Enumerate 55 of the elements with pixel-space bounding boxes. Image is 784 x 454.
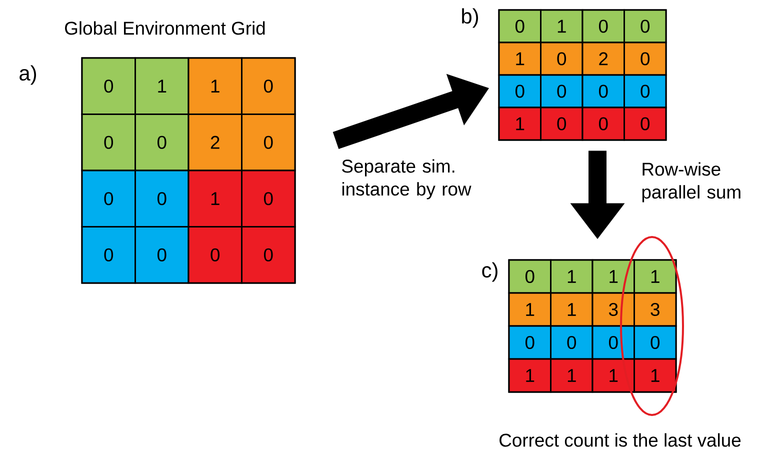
grid-cell: 1 xyxy=(540,9,584,44)
grid-cell: 1 xyxy=(498,42,542,76)
grid-cell: 2 xyxy=(582,42,625,76)
grid-cell: 0 xyxy=(634,325,677,360)
grid-cell: 0 xyxy=(241,170,296,228)
grid-cell: 0 xyxy=(81,170,136,228)
grid-cell: 0 xyxy=(624,9,667,44)
grid-cell: 1 xyxy=(188,170,242,228)
grid-cell: 0 xyxy=(241,57,296,115)
grid-cell: 0 xyxy=(582,9,625,44)
grid-cell: 1 xyxy=(550,358,594,393)
grid-cell: 1 xyxy=(592,259,635,294)
grid-cell: 0 xyxy=(508,325,552,360)
grid-title: Global Environment Grid xyxy=(65,21,265,35)
grid-cell: 0 xyxy=(134,114,190,172)
grid-cell: 1 xyxy=(550,292,594,327)
grid-cell: 1 xyxy=(134,57,190,115)
grid-cell: 3 xyxy=(634,292,677,327)
grid-cell: 1 xyxy=(188,57,242,115)
grid-cell: 3 xyxy=(592,292,635,327)
grid-cell: 0 xyxy=(241,226,296,284)
grid-cell: 0 xyxy=(508,259,552,294)
grid-cell: 1 xyxy=(498,106,542,141)
grid-cell: 0 xyxy=(134,226,190,284)
grid-cell: 0 xyxy=(188,226,242,284)
grid-cell: 1 xyxy=(592,358,635,393)
grid-cell: 0 xyxy=(498,74,542,108)
grid-cell: 0 xyxy=(624,74,667,108)
grid-cell: 0 xyxy=(624,42,667,76)
grid-cell: 0 xyxy=(498,9,542,44)
edge-label: Separate sim. instance by row xyxy=(342,159,472,200)
grid-cell: 0 xyxy=(540,106,584,141)
panel-letter: a) xyxy=(20,65,36,85)
grid-cell: 0 xyxy=(134,170,190,228)
grid-cell: 0 xyxy=(624,106,667,141)
grid-cell: 0 xyxy=(582,74,625,108)
note: Correct count is the last value xyxy=(500,433,741,447)
panel-letter: c) xyxy=(482,262,498,282)
grid-cell: 1 xyxy=(550,259,594,294)
grid-cell: 1 xyxy=(634,259,677,294)
grid-cell: 0 xyxy=(241,114,296,172)
grid-cell: 0 xyxy=(550,325,594,360)
grid-cell: 0 xyxy=(592,325,635,360)
grid-cell: 0 xyxy=(81,226,136,284)
grid-cell: 0 xyxy=(81,57,136,115)
grid-cell: 1 xyxy=(508,292,552,327)
grid-cell: 0 xyxy=(582,106,625,141)
grid-cell: 0 xyxy=(540,42,584,76)
grid-cell: 0 xyxy=(81,114,136,172)
grid-cell: 2 xyxy=(188,114,242,172)
grid-cell: 1 xyxy=(634,358,677,393)
grid-cell: 0 xyxy=(540,74,584,108)
grid-cell: 1 xyxy=(508,358,552,393)
edge-label: Row-wise parallel sum xyxy=(642,162,740,202)
panel-letter: b) xyxy=(462,8,478,28)
